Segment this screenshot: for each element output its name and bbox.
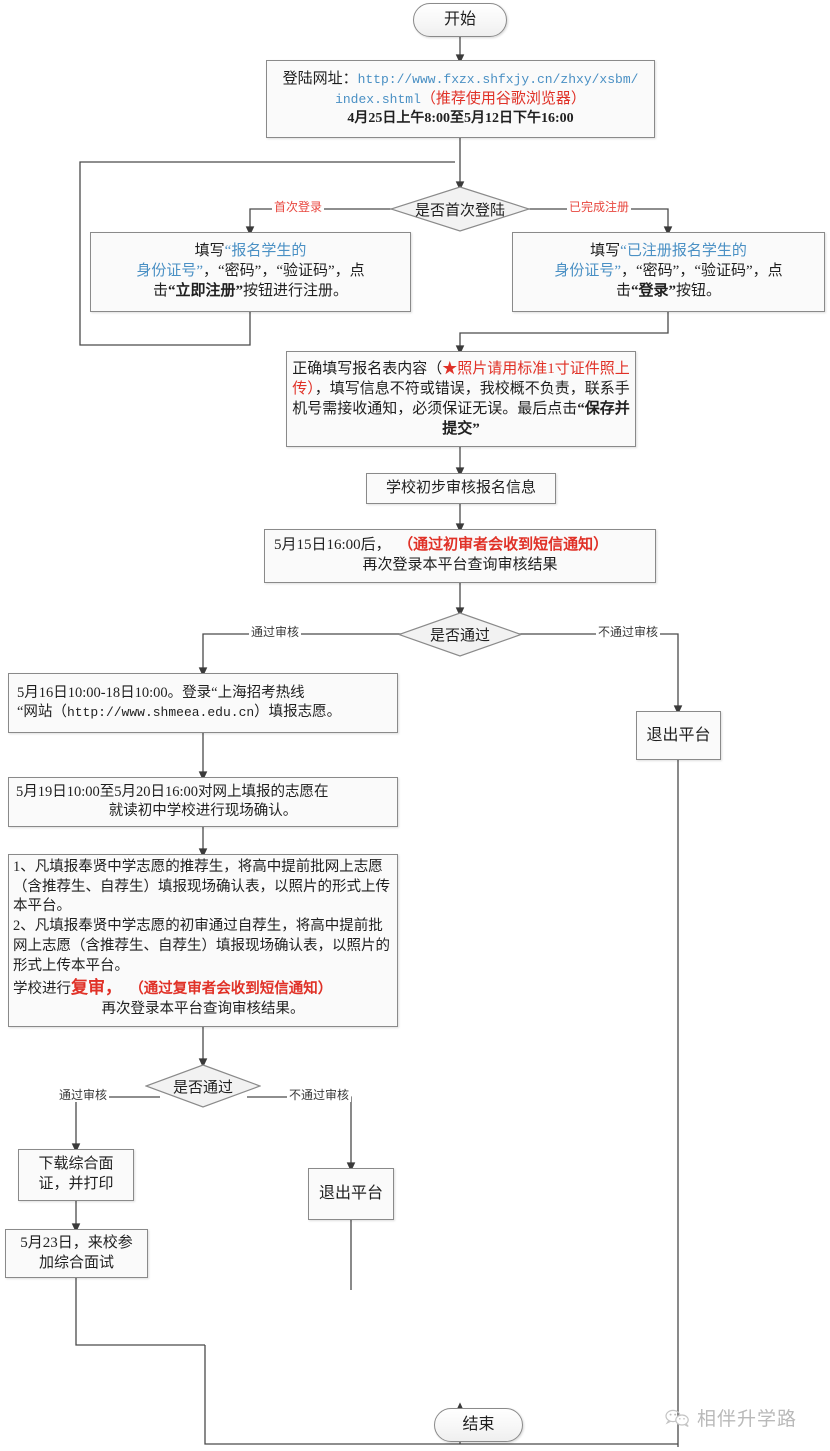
login-url-line2: index.shtml（推荐使用谷歌浏览器）: [335, 90, 586, 107]
download-certificate-box: 下载综合面 证，并打印: [18, 1149, 134, 1201]
diamond-shape: [145, 1064, 261, 1108]
start-terminator: 开始: [413, 3, 507, 37]
photo-warning-2: 1寸证件照上传）: [292, 360, 630, 397]
decision-pass1-label: 是否通过: [429, 628, 490, 644]
decision-pass-second-review: 是否通过: [145, 1064, 261, 1108]
sms-notice-1: （通过初审者会收到短信通知）: [398, 537, 609, 554]
decision-first-login: 是否首次登陆: [390, 186, 530, 232]
volunteer-line1: 5月16日10:00-18日10:00。登录“上海招考热线: [17, 684, 305, 701]
download-cert-line2: 证，并打印: [38, 1176, 114, 1192]
login-line2: 身份证号”，“密码”，“验证码”，点: [554, 263, 783, 280]
interview-line1: 5月23日，来校参: [20, 1234, 133, 1251]
sms-notice-2: （通过复审者会收到短信通知）: [129, 981, 333, 998]
exit-platform-box-1: 退出平台: [636, 711, 721, 760]
edge-label-first-login-yes: 首次登录: [272, 200, 325, 215]
login-url-link-tail[interactable]: index.shtml: [335, 91, 421, 107]
interview-line2: 加综合面试: [38, 1254, 114, 1271]
exit-platform-1-label: 退出平台: [646, 726, 711, 744]
photo-warning-1: ★照片请用标准: [442, 360, 548, 377]
save-submit-button-text: “保存并提交”: [442, 401, 630, 438]
decision-first-login-label: 是否首次登陆: [414, 202, 505, 219]
upload-item-2: 2、凡填报奉贤中学志愿的初审通过自荐生，将高中提前批网上志愿（含推荐生、自荐生）…: [13, 918, 390, 974]
login-url-box: 登陆网址：http://www.fxzx.shfxjy.cn/zhxy/xsbm…: [266, 60, 655, 138]
watermark: 相伴升学路: [665, 1404, 797, 1431]
end-label: 结束: [462, 1416, 495, 1434]
register-line3: 击“立即注册”按钮进行注册。: [152, 282, 349, 299]
first-result-line1: 5月15日16:00后， （通过初审者会收到短信通知）: [274, 537, 609, 554]
school-review-box: 学校初步审核报名信息: [366, 473, 556, 504]
onsite-confirm-box: 5月19日10:00至5月20日16:00对网上填报的志愿在 就读初中学校进行现…: [8, 777, 398, 827]
school-review-label: 学校初步审核报名信息: [385, 479, 536, 496]
wechat-icon: [665, 1409, 689, 1427]
login-url-line1: 登陆网址：http://www.fxzx.shfxjy.cn/zhxy/xsbm…: [282, 70, 639, 87]
interview-box: 5月23日，来校参 加综合面试: [5, 1229, 148, 1278]
login-box: 填写“已注册报名学生的 身份证号”，“密码”，“验证码”，点 击“登录”按钮。: [512, 232, 825, 312]
end-terminator: 结束: [434, 1408, 523, 1442]
upload-item-1: 1、凡填报奉贤中学志愿的推荐生，将高中提前批网上志愿（含推荐生、自荐生）填报现场…: [13, 859, 390, 915]
register-line2: 身份证号”，“密码”，“验证码”，点: [136, 263, 365, 280]
start-label: 开始: [443, 11, 476, 29]
reexam-emphasis: 复审，: [71, 978, 122, 998]
volunteer-line2: “网站（http://www.shmeea.edu.cn）填报志愿。: [17, 704, 342, 720]
decision-pass-first-review: 是否通过: [398, 612, 522, 657]
fill-volunteer-box: 5月16日10:00-18日10:00。登录“上海招考热线 “网站（http:/…: [8, 673, 398, 733]
first-review-result-box: 5月15日16:00后， （通过初审者会收到短信通知） 再次登录本平台查询审核结…: [264, 529, 656, 583]
edge-label-pass1-no: 不通过审核: [596, 625, 661, 640]
reexam-line: 学校进行复审， （通过复审者会收到短信通知）: [13, 978, 333, 998]
exit-platform-box-2: 退出平台: [308, 1168, 394, 1220]
upload-confirm-box: 1、凡填报奉贤中学志愿的推荐生，将高中提前批网上志愿（含推荐生、自荐生）填报现场…: [8, 854, 398, 1027]
onsite-line1: 5月19日10:00至5月20日16:00对网上填报的志愿在: [16, 783, 329, 800]
watermark-text: 相伴升学路: [697, 1409, 798, 1430]
onsite-line2: 就读初中学校进行现场确认。: [108, 803, 298, 819]
edge-label-pass2-no: 不通过审核: [287, 1088, 352, 1103]
edge-label-pass1-yes: 通过审核: [249, 625, 302, 640]
register-box: 填写“报名学生的 身份证号”，“密码”，“验证码”，点 击“立即注册”按钮进行注…: [90, 232, 411, 312]
edge-label-first-login-no: 已完成注册: [567, 200, 632, 215]
login-url-timewindow: 4月25日上午8:00至5月12日下午16:00: [347, 110, 574, 126]
register-button-text: “立即注册”: [167, 282, 243, 299]
shmeea-url[interactable]: http://www.shmeea.edu.cn: [66, 705, 255, 720]
download-cert-line1: 下载综合面: [38, 1156, 114, 1173]
edge-label-pass2-yes: 通过审核: [57, 1088, 110, 1103]
reexam-query-line: 再次登录本平台查询审核结果。: [101, 1001, 305, 1018]
login-line3: 击“登录”按钮。: [615, 282, 722, 299]
diamond-shape: [390, 186, 530, 232]
exit-platform-2-label: 退出平台: [318, 1185, 383, 1203]
diamond-shape: [398, 612, 522, 657]
register-line1: 填写“报名学生的: [194, 243, 307, 260]
first-result-line2: 再次登录本平台查询审核结果: [362, 557, 558, 573]
login-button-text: “登录”: [630, 282, 676, 299]
decision-pass2-label: 是否通过: [172, 1079, 233, 1096]
fill-form-box: 正确填写报名表内容（★照片请用标准1寸证件照上传），填写信息不符或错误，我校概不…: [286, 351, 636, 447]
login-url-link[interactable]: http://www.fxzx.shfxjy.cn/zhxy/xsbm/: [357, 71, 639, 87]
login-line1: 填写“已注册报名学生的: [590, 243, 747, 260]
